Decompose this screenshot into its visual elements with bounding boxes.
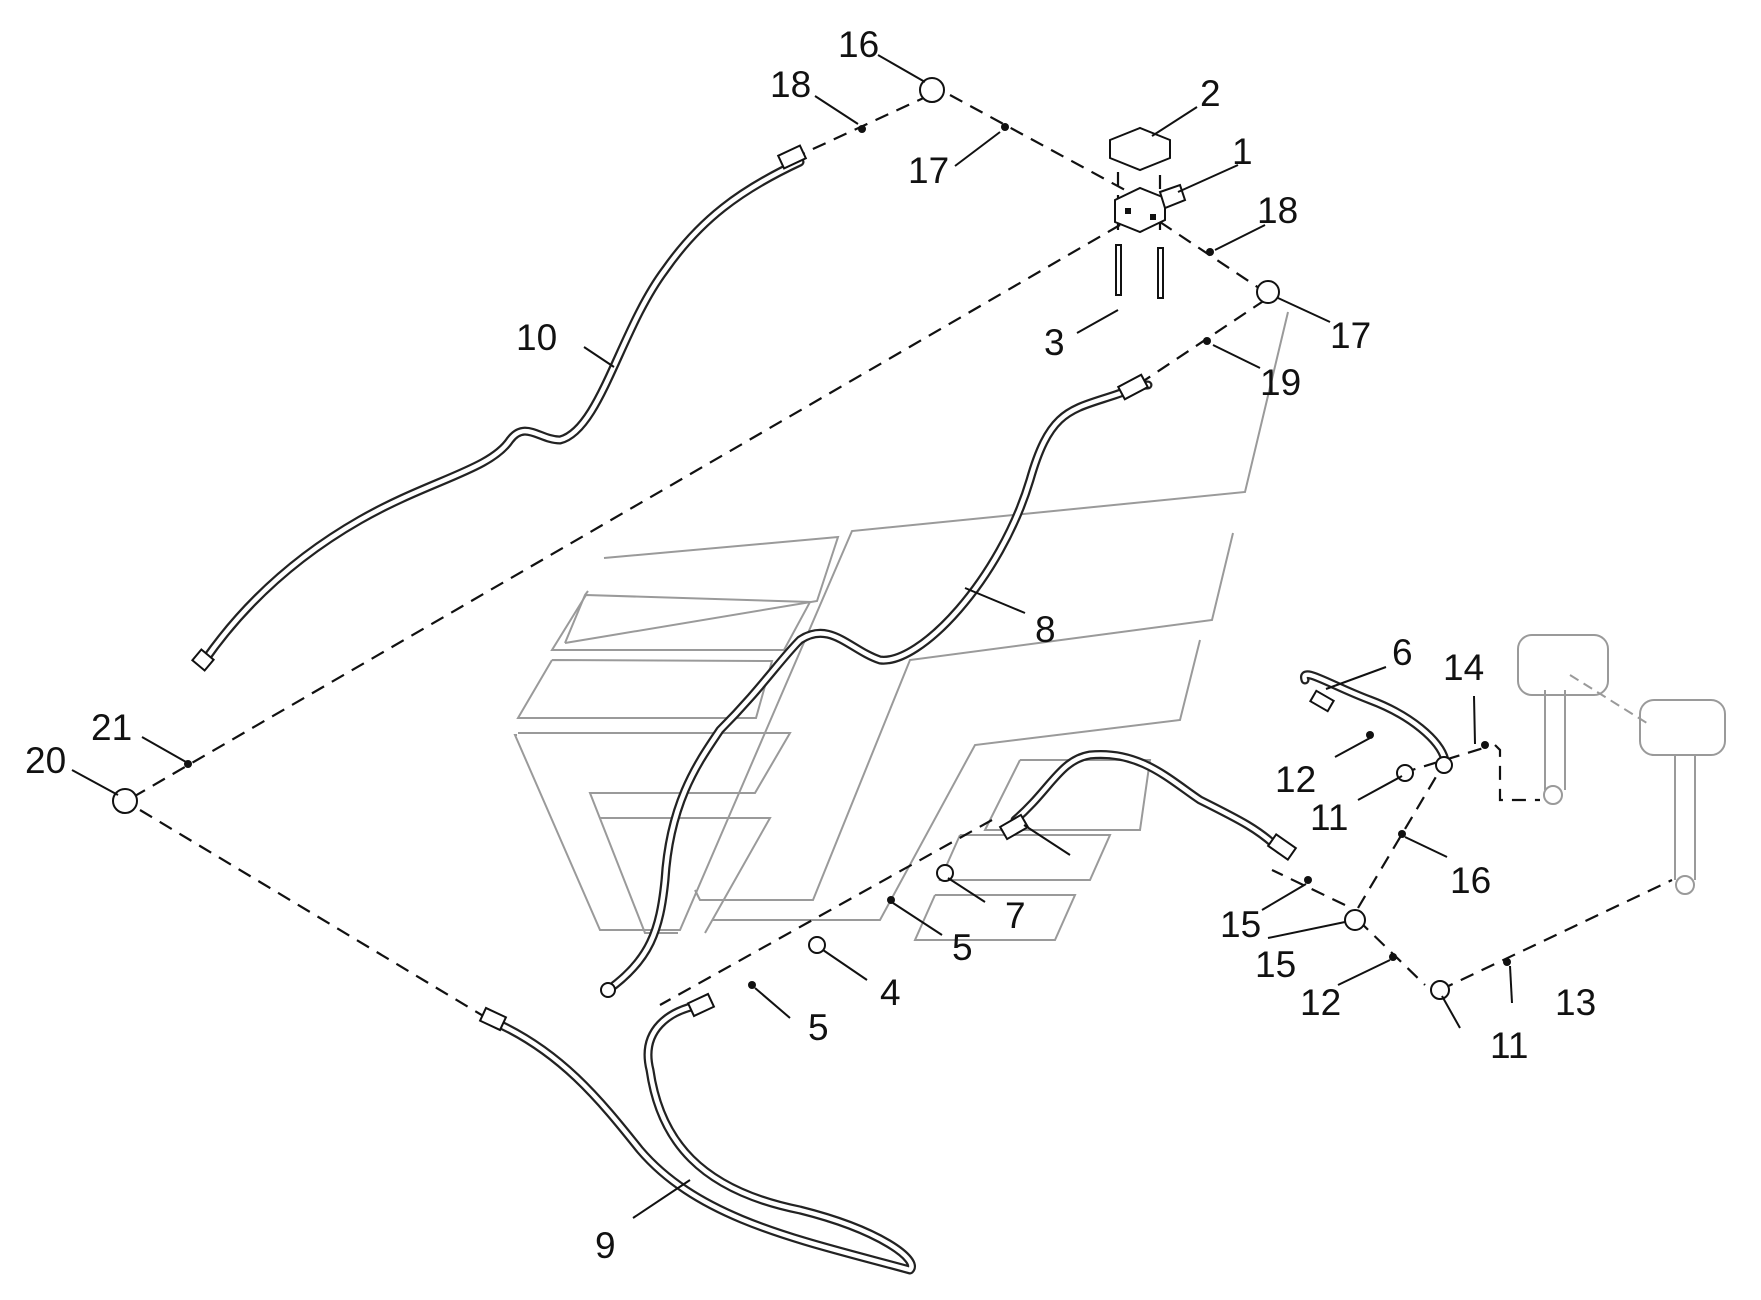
hose-8 xyxy=(600,373,1153,998)
callout-5-upper: 5 xyxy=(952,927,973,968)
valve-block-1 xyxy=(1114,183,1187,234)
callout-19: 20 xyxy=(25,740,66,781)
callout-17-top: 17 xyxy=(908,150,949,191)
hose-7 xyxy=(1300,670,1450,765)
callout-15-left: 15 xyxy=(1220,904,1261,945)
hose-21 xyxy=(998,749,1298,862)
callout-12-top: 12 xyxy=(1275,759,1316,800)
callout-2: 2 xyxy=(1200,73,1221,114)
callout-14: 15 xyxy=(1255,944,1296,985)
fittings xyxy=(112,77,1453,1000)
callout-11-top: 11 xyxy=(1310,797,1348,838)
callout-10: 10 xyxy=(516,317,557,358)
callout-labels: 16 18 2 17 1 18 3 17 19 10 8 21 20 6 14 … xyxy=(25,24,1596,1266)
callout-11-bottom: 11 xyxy=(1490,1025,1528,1066)
callout-17-right: 18 xyxy=(1257,190,1298,231)
callout-9: 9 xyxy=(595,1225,616,1266)
hose-9 xyxy=(478,992,916,1275)
callout-6: 7 xyxy=(1005,895,1026,936)
hose-10 xyxy=(190,144,808,672)
callout-16-right: 17 xyxy=(1330,315,1371,356)
callout-12-bottom: 12 xyxy=(1300,982,1341,1023)
fitting-7-end xyxy=(1435,756,1453,774)
callout-13-top: 14 xyxy=(1443,647,1484,688)
machine-body-ghost xyxy=(513,311,1726,941)
fitting-14 xyxy=(1344,909,1366,931)
fitting-4 xyxy=(808,936,826,954)
fitting-6 xyxy=(936,864,954,882)
callout-18-right: 19 xyxy=(1260,362,1301,403)
fitting-16-top xyxy=(919,77,945,103)
callout-15-right: 16 xyxy=(1450,860,1491,901)
cover-plate-2 xyxy=(1109,126,1171,172)
assembly-lines xyxy=(127,94,1673,1021)
callout-7: 6 xyxy=(1392,632,1413,673)
bolts-3 xyxy=(1115,244,1164,299)
callout-13-bottom: 13 xyxy=(1555,982,1596,1023)
fitting-19 xyxy=(112,788,138,814)
callout-20: 21 xyxy=(91,707,132,748)
fitting-16-right xyxy=(1256,280,1280,304)
fitting-11-upper xyxy=(1396,764,1414,782)
callout-16-top: 16 xyxy=(838,24,879,65)
callout-1: 1 xyxy=(1232,131,1253,172)
lift-cylinder-ghost xyxy=(1517,634,1726,895)
callout-18-top: 18 xyxy=(770,64,811,105)
callout-5-lower: 5 xyxy=(808,1007,829,1048)
callout-4: 4 xyxy=(880,972,901,1013)
fitting-11-lower xyxy=(1430,980,1450,1000)
callout-3: 3 xyxy=(1044,322,1065,363)
leader-lines xyxy=(71,54,1513,1219)
o-rings xyxy=(184,123,1511,989)
callout-8: 8 xyxy=(1035,609,1056,650)
